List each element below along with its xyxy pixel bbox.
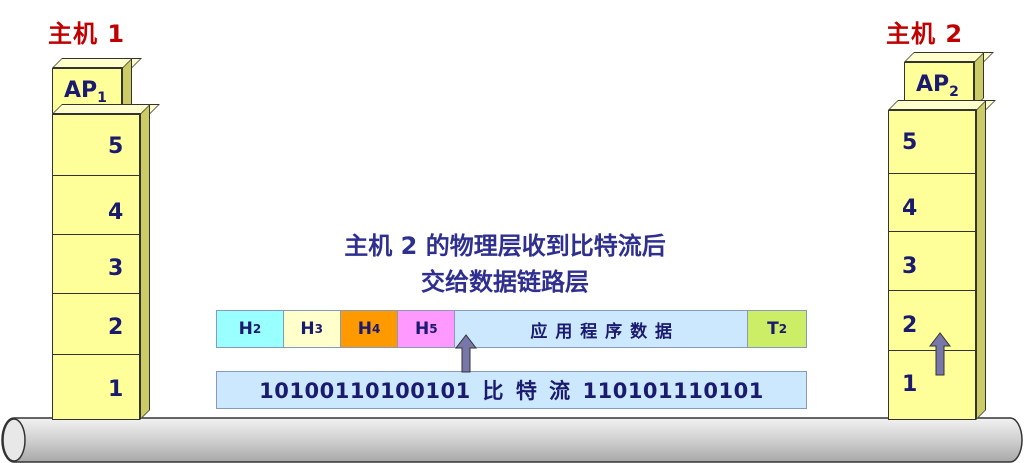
host1-layer-1 xyxy=(52,354,140,420)
host1-layer-2 xyxy=(52,293,140,355)
host1-ap-text: AP1 xyxy=(64,78,107,106)
host2-layer-2 xyxy=(888,290,976,351)
caption-line-1: 主机 2 的物理层收到比特流后 xyxy=(344,232,666,260)
host2-layer-5-num: 5 xyxy=(902,130,918,155)
host1-layer-1-num: 1 xyxy=(108,377,124,402)
host2-layer-3-num: 3 xyxy=(902,254,918,279)
host1-layer-3-num: 3 xyxy=(108,256,124,281)
host1-layer-4-num: 4 xyxy=(108,200,124,225)
bit-stream: 10100110100101 比 特 流 110101110101 xyxy=(216,371,807,409)
host2-layer-1-num: 1 xyxy=(902,372,918,397)
application-data: 应 用 程 序 数 据 xyxy=(455,311,749,347)
host2-label: 主机 2 xyxy=(886,20,964,48)
host2-ap-text: AP2 xyxy=(916,72,959,100)
host1-layer-4 xyxy=(52,175,140,235)
host1-label: 主机 1 xyxy=(48,20,126,48)
host1-layer-5 xyxy=(52,114,140,176)
host2-layer-4 xyxy=(888,173,976,232)
host1-layer-2-num: 2 xyxy=(108,315,124,340)
host1-layer-3 xyxy=(52,234,140,294)
host1-layer-5-num: 5 xyxy=(108,134,124,159)
host2-layer-2-num: 2 xyxy=(902,313,918,338)
host2-layer-4-num: 4 xyxy=(902,196,918,221)
host2-layer-3 xyxy=(888,231,976,291)
host2-layer-5 xyxy=(888,110,976,174)
caption-line-2: 交给数据链路层 xyxy=(421,268,589,296)
